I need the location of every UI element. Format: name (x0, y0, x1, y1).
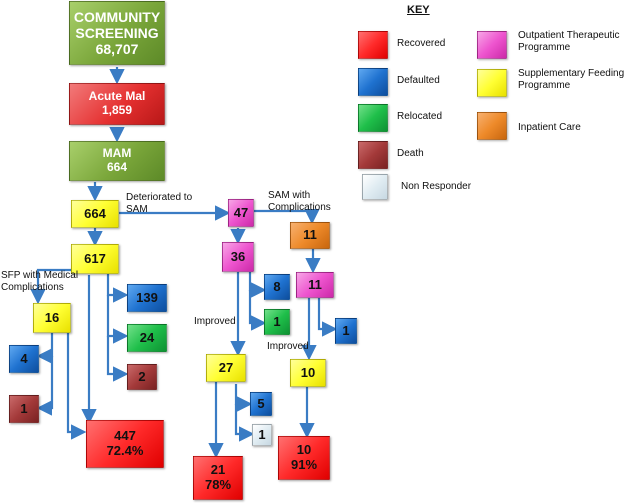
defaulted-8-box: 8 (264, 274, 290, 300)
defaulted-139-box: 139 (127, 284, 167, 312)
relocated-1-value: 1 (273, 313, 281, 329)
recovered-447-value: 447 (114, 428, 136, 444)
arrow-617-16 (30, 268, 72, 305)
otp-47-box: 47 (228, 199, 254, 227)
arrow-36-8 (248, 270, 267, 298)
defaulted-1-box: 1 (335, 318, 357, 344)
sfp-10-value: 10 (300, 364, 316, 380)
defaulted-4-value: 4 (20, 350, 28, 366)
death-swatch (358, 141, 388, 169)
deteriorated-label: Deteriorated to SAM (126, 192, 193, 215)
arrow-16-447 (66, 326, 87, 440)
defaulted-8-value: 8 (273, 278, 281, 294)
otp-36-value: 36 (230, 248, 246, 264)
otp-11-box: 11 (296, 272, 334, 298)
inpatient-11-value: 11 (303, 227, 317, 243)
arrow-11-1 (317, 298, 338, 337)
otp-swatch (477, 31, 507, 59)
death-2-value: 2 (138, 368, 146, 384)
recovered-21-pct: 78% (204, 477, 232, 492)
sfp-664-box: 664 (71, 200, 119, 228)
otp-47-value: 47 (233, 204, 249, 220)
non-responder-swatch (362, 174, 388, 200)
key-death-label: Death (397, 148, 424, 159)
sfp-664-value: 664 (84, 205, 106, 221)
defaulted-5-value: 5 (257, 395, 265, 411)
improved-label-2: Improved (267, 341, 309, 352)
otp-36-box: 36 (222, 242, 254, 272)
sfp-617-box: 617 (71, 244, 119, 274)
relocated-24-box: 24 (127, 324, 167, 352)
acute-mal-box: Acute Mal 1,859 (69, 83, 165, 125)
sfp-27-box: 27 (206, 354, 246, 382)
recovered-21-box: 21 78% (193, 456, 243, 500)
death-1-value: 1 (20, 400, 28, 416)
sfp-16-box: 16 (33, 303, 71, 333)
mam-value: 664 (106, 160, 128, 174)
recovered-swatch (358, 31, 388, 59)
acute-mal-value: 1,859 (101, 103, 133, 117)
sam-complications-label: SAM with Complications (268, 190, 331, 213)
recovered-10-box: 10 91% (278, 436, 330, 480)
community-screening-box: COMMUNITY SCREENING 68,707 (69, 1, 165, 65)
arrow-16-1 (36, 356, 54, 416)
improved-label-1: Improved (194, 316, 236, 327)
otp-11-value: 11 (308, 276, 322, 292)
key-defaulted-label: Defaulted (397, 75, 440, 86)
recovered-447-box: 447 72.4% (86, 420, 164, 468)
defaulted-4-box: 4 (9, 345, 39, 373)
key-otp-label: Outpatient Therapeutic Programme (518, 30, 620, 53)
arrow-27-1 (234, 404, 255, 442)
sfp-617-value: 617 (84, 250, 106, 266)
defaulted-5-box: 5 (250, 392, 272, 416)
sfp-10-box: 10 (290, 359, 326, 387)
key-non-responder-label: Non Responder (401, 181, 472, 192)
death-2-box: 2 (127, 364, 157, 390)
mam-box: MAM 664 (69, 141, 165, 181)
defaulted-swatch (358, 68, 388, 96)
mam-title: MAM (102, 146, 132, 161)
arrow-617-24 (106, 295, 129, 344)
acute-mal-title: Acute Mal (88, 89, 146, 104)
recovered-447-pct: 72.4% (106, 443, 144, 458)
key-sfp-label: Supplementary Feeding Programme (518, 68, 625, 91)
community-screening-title: COMMUNITY SCREENING (73, 8, 161, 41)
key-inpatient-label: Inpatient Care (518, 122, 581, 133)
sfp-swatch (477, 69, 507, 97)
relocated-swatch (358, 104, 388, 132)
inpatient-swatch (477, 112, 507, 140)
sfp-16-value: 16 (44, 309, 60, 325)
arrow-617-139 (106, 274, 129, 303)
key-relocated-label: Relocated (397, 111, 443, 122)
inpatient-11-box: 11 (290, 222, 330, 249)
death-1-box: 1 (9, 395, 39, 423)
recovered-10-value: 10 (296, 442, 312, 458)
non-responder-1-box: 1 (252, 424, 272, 446)
arrow-617-2 (106, 336, 129, 382)
arrow-47-11 (252, 209, 320, 225)
arrow-16-4 (36, 332, 54, 364)
defaulted-139-value: 139 (136, 289, 158, 305)
key-title: KEY (407, 4, 430, 16)
relocated-24-value: 24 (139, 329, 155, 345)
arrow-36-1 (248, 290, 267, 331)
relocated-1-box: 1 (264, 309, 290, 335)
recovered-21-value: 21 (210, 462, 226, 478)
community-screening-value: 68,707 (95, 41, 139, 58)
defaulted-1-value: 1 (342, 322, 350, 338)
sfp-27-value: 27 (218, 359, 234, 375)
sfp-medical-label: SFP with Medical Complications (1, 270, 79, 293)
non-responder-1-value: 1 (258, 426, 266, 442)
key-recovered-label: Recovered (397, 38, 446, 49)
arrow-27-5 (234, 384, 253, 412)
recovered-10-pct: 91% (290, 457, 318, 472)
